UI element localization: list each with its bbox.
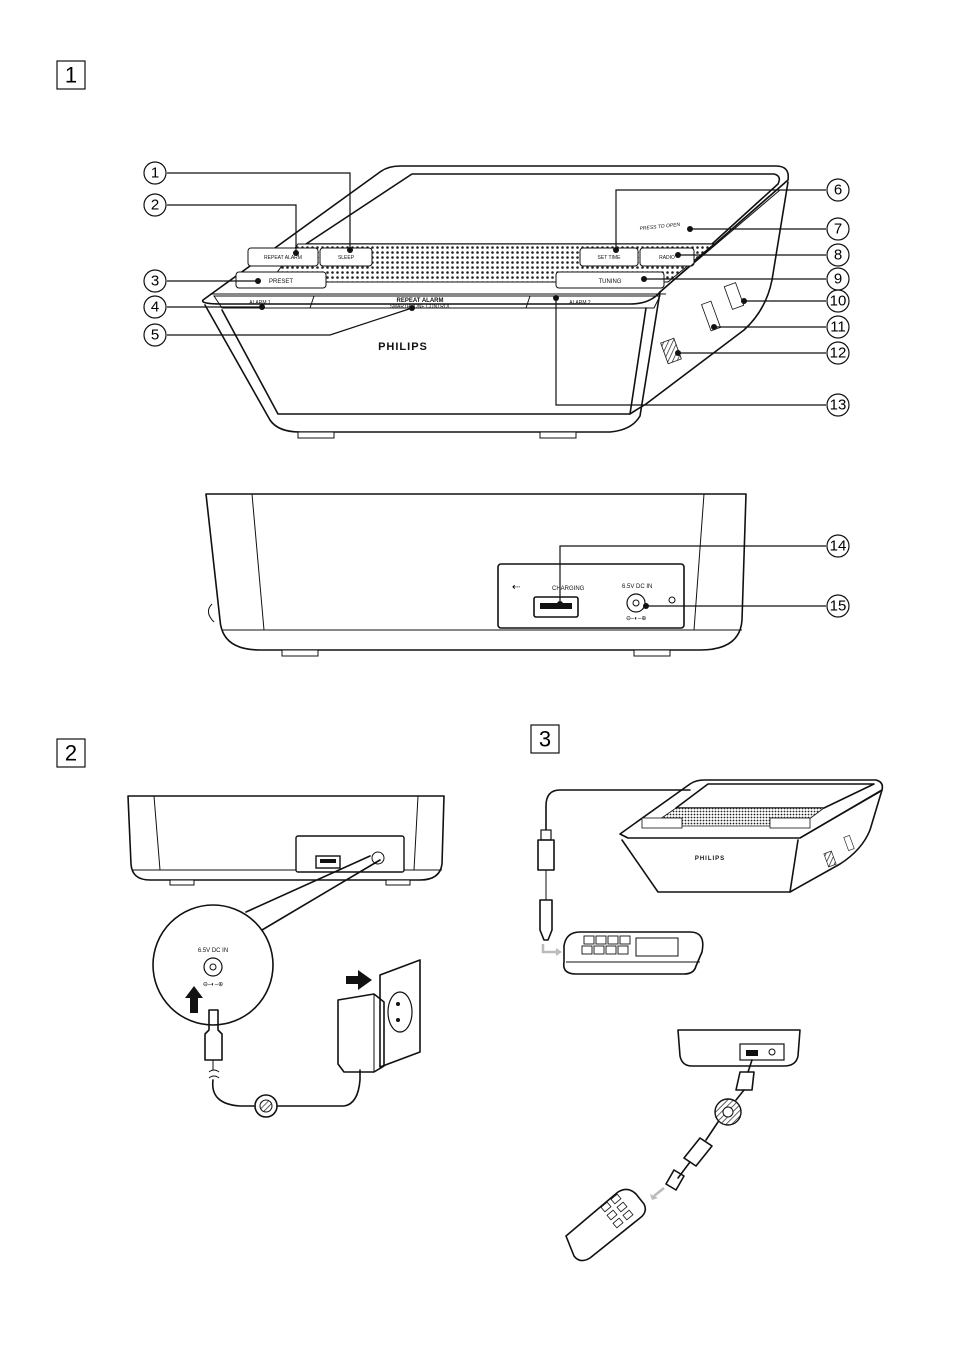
callout-4: 4 xyxy=(143,295,167,319)
press-to-open-label: PRESS TO OPEN xyxy=(639,222,681,232)
clock-radio-top-view: REPEAT ALARM SLEEP PRESET SET TIME RADIO… xyxy=(201,165,790,439)
callout-15: 15 xyxy=(826,594,850,618)
repeat-alarm-small-label: REPEAT ALARM xyxy=(264,255,302,261)
callout-1: 1 xyxy=(143,161,167,185)
radio-label: RADIO xyxy=(659,255,675,261)
callout-8: 8 xyxy=(826,243,850,267)
svg-text:6: 6 xyxy=(834,182,842,199)
section-number-3: 3 xyxy=(530,724,560,754)
svg-text:2: 2 xyxy=(151,197,159,214)
charging-label: CHARGING xyxy=(552,586,585,592)
svg-text:9: 9 xyxy=(834,271,842,288)
callout-7: 7 xyxy=(826,217,850,241)
svg-text:8: 8 xyxy=(834,247,842,264)
repeat-alarm-sub-label: SMARTPHONE CONTROL xyxy=(389,304,450,310)
svg-text:4: 4 xyxy=(151,299,159,316)
magnified-dc-label: 6.5V DC IN xyxy=(198,948,228,954)
callout-3: 3 xyxy=(143,269,167,293)
svg-text:1: 1 xyxy=(65,63,77,88)
callout-5: 5 xyxy=(143,323,167,347)
insert-arrow-icon xyxy=(185,986,203,1013)
svg-text:11: 11 xyxy=(830,319,846,336)
callout-10: 10 xyxy=(826,289,850,313)
alarm1-label: ALARM 1 xyxy=(249,300,271,306)
preset-label: PRESET xyxy=(269,279,293,285)
callout-2: 2 xyxy=(143,193,167,217)
svg-text:7: 7 xyxy=(834,221,842,238)
brand-logo-front: PHILIPS xyxy=(378,341,428,353)
set-time-label: SET TIME xyxy=(598,255,622,261)
svg-text:3: 3 xyxy=(539,727,551,752)
svg-text:2: 2 xyxy=(65,741,77,766)
callout-leaders-top xyxy=(167,172,826,406)
svg-text:1: 1 xyxy=(151,165,159,182)
svg-text:14: 14 xyxy=(830,538,847,555)
charging-illustration: PHILIPS xyxy=(537,779,884,1262)
section-number-1: 1 xyxy=(56,60,86,90)
callout-12: 12 xyxy=(826,341,850,365)
polarity-icon: ⊖–◐–⊕ xyxy=(626,616,646,622)
repeat-alarm-label: REPEAT ALARM xyxy=(397,298,444,304)
svg-text:5: 5 xyxy=(151,327,159,344)
clock-radio-rear-view: ⇠ CHARGING 6.5V DC IN ⊖–◐–⊕ xyxy=(205,493,826,657)
dc-in-label: 6.5V DC IN xyxy=(622,584,652,590)
alarm2-label: ALARM 2 xyxy=(569,300,591,306)
svg-text:12: 12 xyxy=(830,345,847,362)
callout-6: 6 xyxy=(826,178,850,202)
callout-11: 11 xyxy=(826,315,850,339)
tuning-label: TUNING xyxy=(599,279,622,285)
brand-logo-small: PHILIPS xyxy=(695,856,725,862)
callout-14: 14 xyxy=(826,534,850,558)
callout-13: 13 xyxy=(826,393,850,417)
svg-text:10: 10 xyxy=(830,293,847,310)
callout-9: 9 xyxy=(826,267,850,291)
section-number-2: 2 xyxy=(56,738,86,768)
power-connection-illustration: 6.5V DC IN ⊖–◐–⊕ xyxy=(127,795,445,1118)
usb-icon: ⇠ xyxy=(512,582,520,593)
svg-text:15: 15 xyxy=(830,598,847,615)
magnified-polarity-icon: ⊖–◐–⊕ xyxy=(203,982,223,988)
sleep-label: SLEEP xyxy=(338,255,355,261)
svg-text:3: 3 xyxy=(151,273,159,290)
plug-in-arrow-icon xyxy=(346,970,372,990)
svg-text:13: 13 xyxy=(830,397,847,414)
